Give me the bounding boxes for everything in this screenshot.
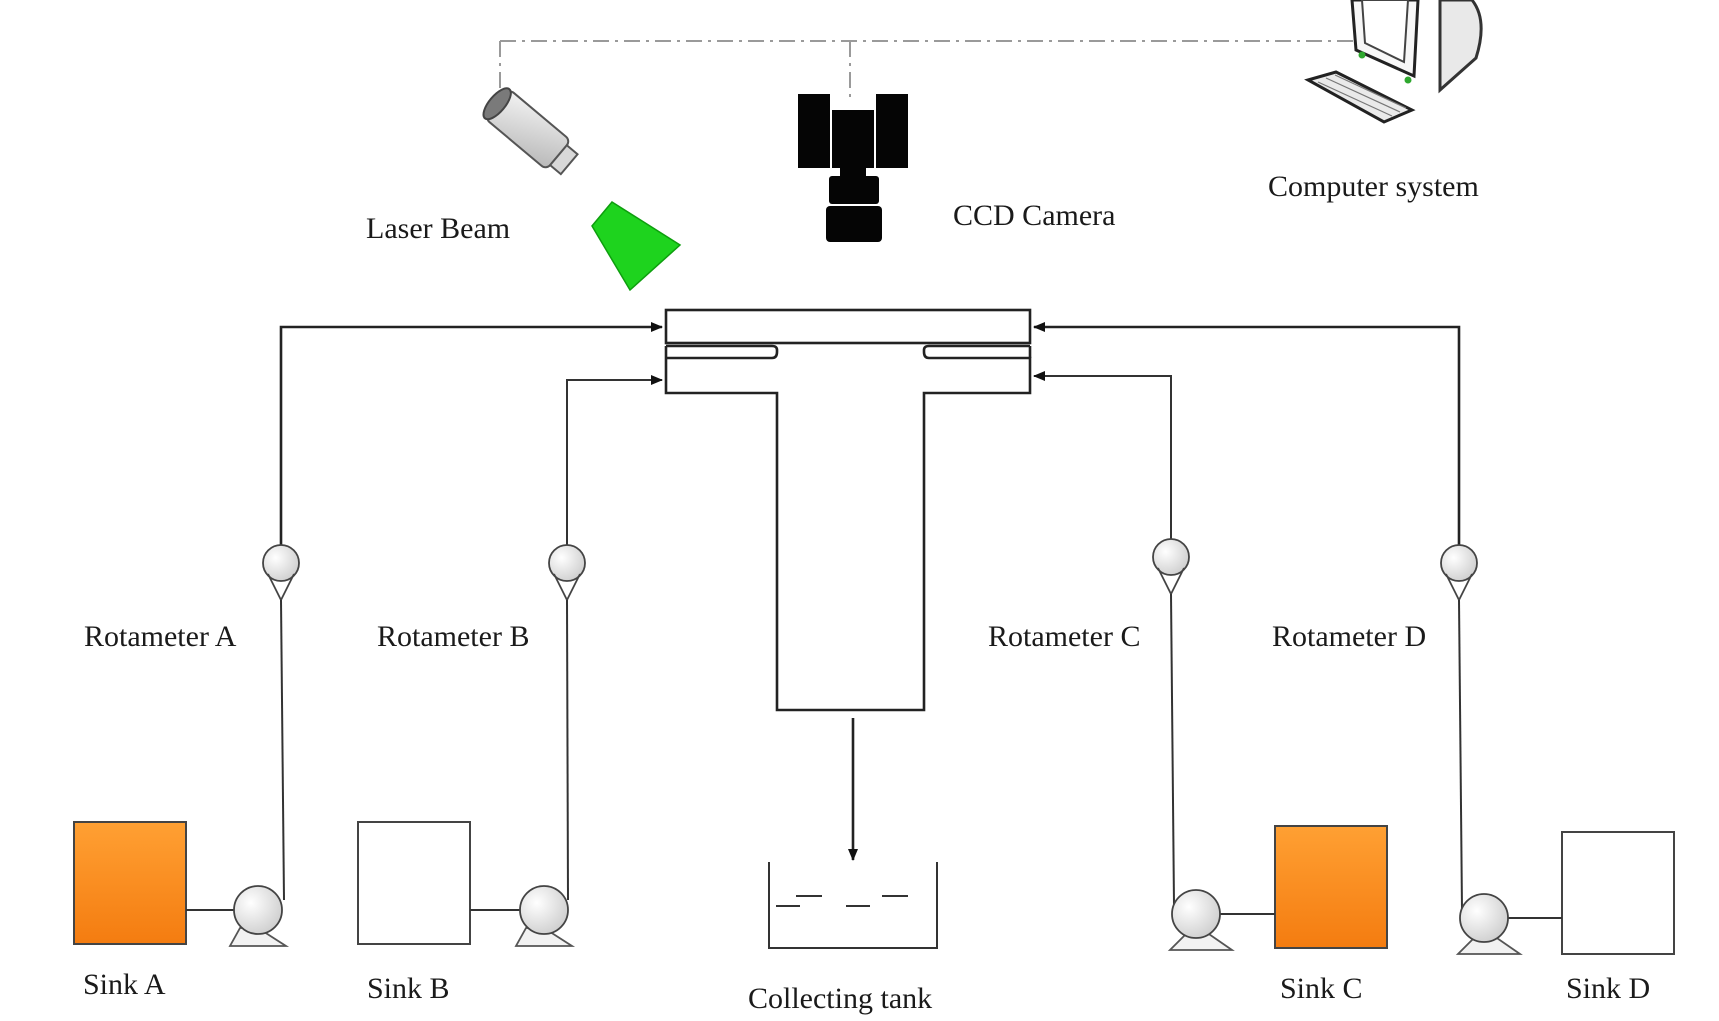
sink-c-label: Sink C bbox=[1280, 972, 1363, 1005]
sink-c-icon bbox=[1274, 825, 1388, 949]
ccd-camera-icon bbox=[798, 94, 908, 242]
rotameter-d-label: Rotameter D bbox=[1272, 620, 1426, 653]
pump-a-icon bbox=[186, 885, 290, 947]
rotameter-c bbox=[1152, 538, 1190, 906]
laser-beam bbox=[591, 201, 682, 292]
rotameter-d bbox=[1440, 544, 1478, 911]
computer-system-label: Computer system bbox=[1268, 170, 1479, 203]
collecting-tank-label: Collecting tank bbox=[748, 982, 932, 1015]
laser-emitter-icon bbox=[482, 87, 579, 176]
sink-a-icon bbox=[73, 821, 187, 945]
pump-b-icon bbox=[470, 885, 576, 947]
rotameter-b bbox=[548, 544, 586, 901]
sink-a-label: Sink A bbox=[83, 968, 166, 1001]
laser-beam-label: Laser Beam bbox=[366, 212, 510, 245]
tank-icon bbox=[768, 862, 938, 949]
rotameter-b-label: Rotameter B bbox=[377, 620, 529, 653]
rotameter-a bbox=[262, 544, 300, 901]
pump-d-icon bbox=[1455, 893, 1562, 955]
pump-c-icon bbox=[1167, 889, 1275, 951]
rotameter-c-label: Rotameter C bbox=[988, 620, 1140, 653]
sink-d-label: Sink D bbox=[1566, 972, 1650, 1005]
sink-d-icon bbox=[1561, 831, 1675, 955]
flow-cell bbox=[664, 308, 1032, 712]
sink-b-icon bbox=[357, 821, 471, 945]
ccd-camera-label: CCD Camera bbox=[953, 199, 1115, 232]
feed-lines bbox=[279, 322, 1461, 861]
rotameter-a-label: Rotameter A bbox=[84, 620, 237, 653]
computer-icon bbox=[1304, 0, 1483, 124]
signal-lines bbox=[499, 40, 1360, 100]
sink-b-label: Sink B bbox=[367, 972, 450, 1005]
